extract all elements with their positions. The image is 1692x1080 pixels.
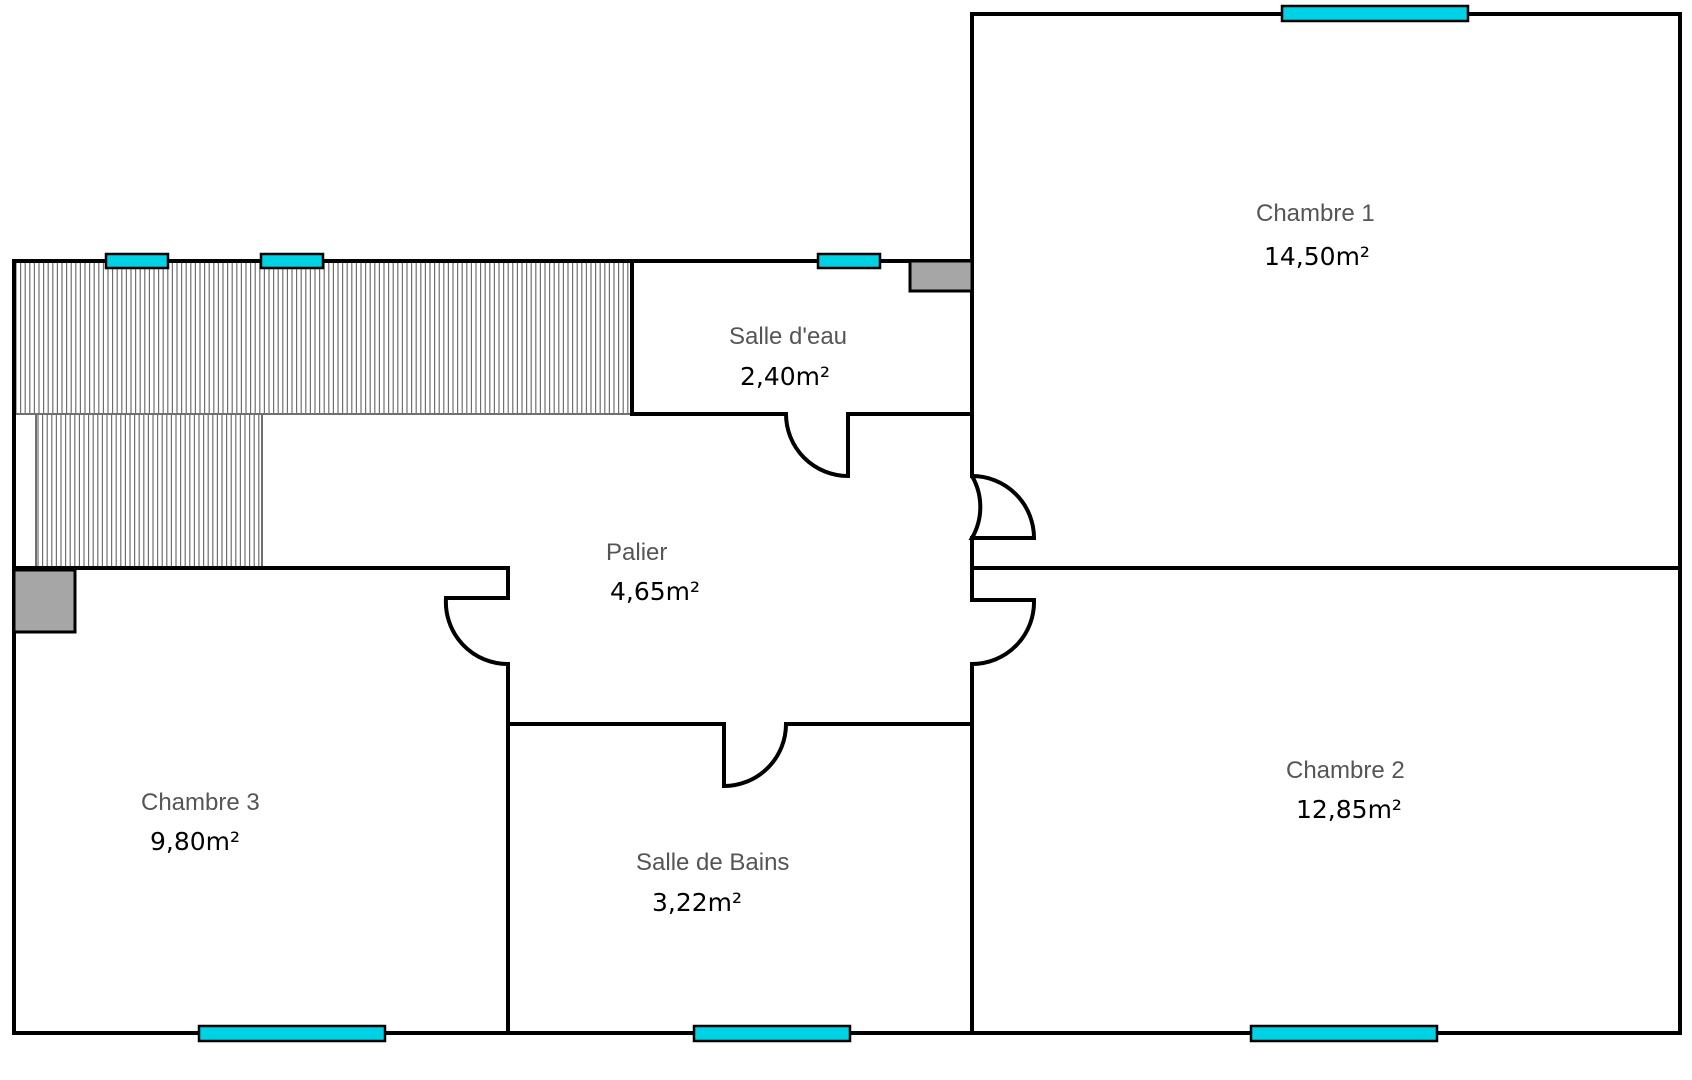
room-area-chambre-1: 14,50m² [1264, 242, 1370, 271]
door-chambre-3 [443, 596, 509, 667]
duct-top [908, 259, 974, 293]
room-name-chambre-1: Chambre 1 [1256, 200, 1375, 227]
windows [104, 4, 1470, 1043]
room-name-chambre-2: Chambre 2 [1286, 757, 1405, 784]
window-chambre-2 [1249, 1024, 1439, 1043]
room-palier: Palier 4,65m² [606, 539, 700, 606]
room-name-salle-de-bains: Salle de Bains [636, 849, 789, 876]
room-area-salle-deau: 2,40m² [740, 362, 830, 391]
doors [443, 413, 1037, 789]
room-chambre-1: Chambre 1 14,50m² [1256, 200, 1375, 271]
door-chambre-1 [968, 474, 1037, 540]
room-name-palier: Palier [606, 539, 667, 566]
room-chambre-3: Chambre 3 9,80m² [141, 789, 260, 856]
duct-left [12, 568, 77, 634]
door-salle-deau [784, 413, 850, 479]
room-area-palier: 4,65m² [610, 577, 700, 606]
door-chambre-2 [971, 598, 1037, 666]
room-chambre-2: Chambre 2 12,85m² [1286, 757, 1405, 824]
window-chambre-3 [197, 1024, 387, 1043]
window-salle-de-bains [692, 1024, 852, 1043]
room-salle-deau: Salle d'eau 2,40m² [729, 323, 847, 391]
room-area-chambre-2: 12,85m² [1296, 795, 1402, 824]
room-name-chambre-3: Chambre 3 [141, 789, 260, 816]
room-area-salle-de-bains: 3,22m² [652, 888, 742, 917]
window-salle-deau [816, 252, 882, 270]
window-stair-1 [104, 252, 170, 270]
room-area-chambre-3: 9,80m² [150, 827, 240, 856]
hatch-outline [13, 261, 633, 415]
walls [12, 12, 1682, 1035]
hatched-stair-area [15, 263, 629, 566]
window-chambre-1 [1280, 4, 1470, 23]
window-stair-2 [259, 252, 325, 270]
room-name-salle-deau: Salle d'eau [729, 323, 847, 350]
door-salle-de-bains [722, 723, 788, 789]
room-salle-de-bains: Salle de Bains 3,22m² [636, 849, 789, 917]
